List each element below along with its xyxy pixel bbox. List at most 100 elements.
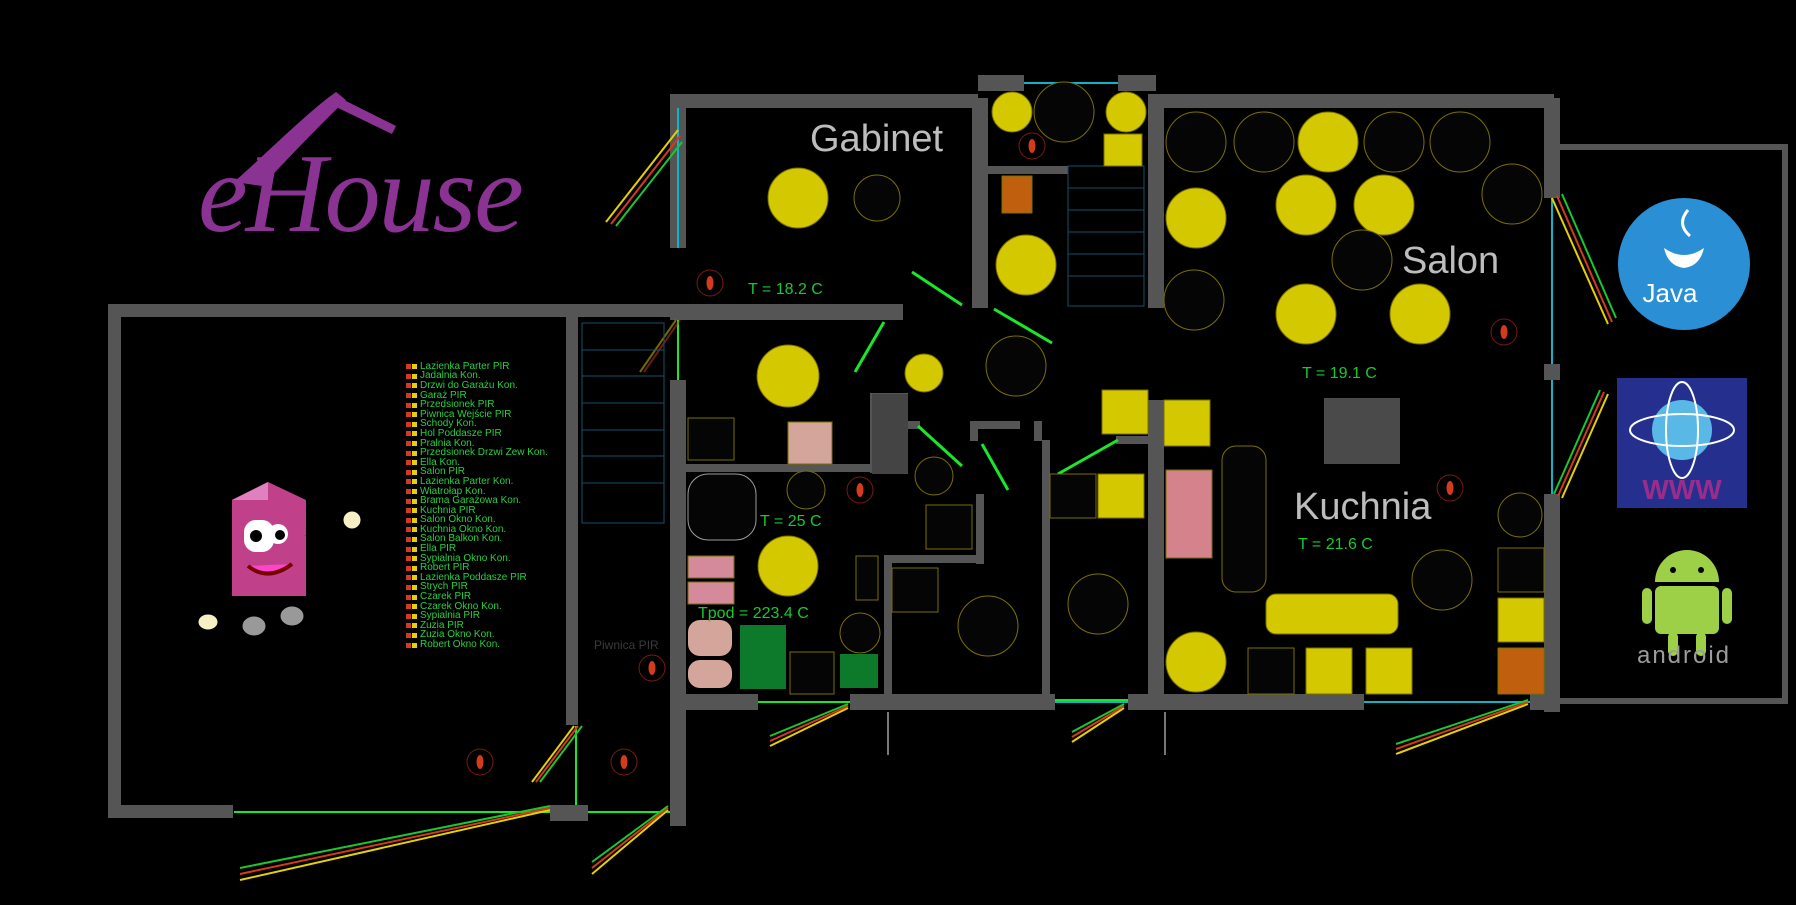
sensor-label: Robert Okno Kon. [420, 639, 501, 651]
sensor-alarm-icon [406, 364, 411, 370]
sensor-alarm-icon [406, 498, 411, 504]
sensor-item[interactable]: Sypialnia PIR [406, 611, 596, 621]
room-label-gabinet: Gabinet [810, 118, 944, 160]
sensor-item[interactable]: Kuchnia PIR [406, 504, 596, 516]
sensor-state-icon [412, 460, 417, 466]
sensor-item[interactable]: Lazienka Parter PIR [406, 360, 596, 372]
www-icon[interactable] [1617, 378, 1747, 508]
sensor-state-icon [412, 575, 417, 581]
sensor-label: Lazienka Parter Kon. [420, 475, 514, 487]
sensor-alarm-icon [406, 594, 411, 600]
ehouse-logo: eHouse [198, 132, 524, 256]
sensor-alarm-icon [406, 575, 411, 581]
sensor-state-icon [412, 412, 417, 418]
sensor-state-icon [412, 604, 417, 610]
sensor-label: Zuzia Okno Kon. [420, 629, 495, 641]
sensor-label: Przedsionek PIR [420, 399, 495, 411]
sensor-alarm-icon [406, 613, 411, 619]
sensor-alarm-icon [406, 412, 411, 418]
sensor-state-icon [412, 508, 417, 514]
sensor-state-icon [412, 489, 417, 495]
www-label: WWW [1642, 474, 1722, 505]
sensor-item[interactable]: Ella Kon. [406, 456, 596, 468]
android-label: android [1636, 642, 1732, 669]
sensor-label: Wiatrołap Kon. [420, 485, 486, 497]
sensor-alarm-icon [406, 421, 411, 427]
sensor-item[interactable]: Sypialnia Okno Kon. [406, 553, 596, 564]
sensor-item[interactable]: Lazienka Parter Kon. [406, 475, 596, 487]
sensor-item[interactable]: Czarek PIR [406, 592, 596, 602]
sensor-alarm-icon [406, 632, 411, 638]
sensor-label: Schody Kon. [420, 418, 477, 430]
mascot-icon [197, 482, 362, 637]
sensor-item[interactable]: Salon Balkon Kon. [406, 534, 596, 545]
temp-tpod: Tpod = 223.4 C [698, 605, 809, 622]
cables [239, 129, 1617, 881]
sensor-state-icon [412, 517, 417, 523]
sensor-state-icon [412, 498, 417, 504]
sensor-state-icon [412, 556, 417, 562]
sensor-item[interactable]: Kuchnia Okno Kon. [406, 523, 596, 535]
sensor-label: Jadalnia Kon. [420, 370, 481, 382]
door-sensors [234, 270, 1128, 813]
sensor-label: Kuchnia Okno Kon. [420, 523, 507, 535]
sensor-item[interactable]: Zuzia PIR [406, 620, 596, 631]
java-label: Java [1642, 278, 1698, 308]
sensor-label: Robert PIR [420, 562, 470, 574]
room-label-kuchnia: Kuchnia [1294, 486, 1432, 528]
ehouse-logo-roof [234, 92, 396, 186]
sensor-state-icon [412, 421, 417, 427]
sensor-item[interactable]: Jadalnia Kon. [406, 370, 596, 382]
sensor-item[interactable]: Robert Okno Kon. [406, 640, 596, 650]
sensor-label: Ella Kon. [420, 456, 461, 468]
sensor-alarm-icon [406, 393, 411, 399]
sensor-item[interactable]: Robert PIR [406, 563, 596, 573]
sensor-item[interactable]: Przedsionek PIR [406, 400, 596, 410]
room-label-salon: Salon [1402, 240, 1500, 282]
devices [687, 133, 1545, 695]
sensor-alarm-icon [406, 517, 411, 523]
sensor-item[interactable]: Zuzia Okno Kon. [406, 629, 596, 641]
sensor-item[interactable]: Garaż PIR [406, 389, 596, 401]
java-icon[interactable] [1618, 198, 1750, 330]
sensor-label: Kuchnia PIR [420, 504, 476, 516]
walls [108, 75, 1788, 826]
sensor-state-icon [412, 594, 417, 600]
sensor-item[interactable]: Brama Garażowa Kon. [406, 496, 596, 506]
sensor-label: Garaż PIR [420, 389, 467, 401]
sensor-label: Lazienka Poddasze PIR [420, 571, 527, 583]
sensor-alarm-icon [406, 431, 411, 437]
sensor-alarm-icon [406, 584, 411, 590]
sensor-item[interactable]: Schody Kon. [406, 418, 596, 430]
sensor-alarm-icon [406, 536, 411, 542]
sensor-item[interactable]: Strych PIR [406, 582, 596, 593]
sensor-state-icon [412, 479, 417, 485]
sensor-alarm-icon [406, 604, 411, 610]
sensor-alarm-icon [406, 546, 411, 552]
sensor-item[interactable]: Czarek Okno Kon. [406, 601, 596, 612]
sensor-alarm-icon [406, 441, 411, 447]
sensor-state-icon [412, 441, 417, 447]
sensor-label: Salon PIR [420, 466, 466, 478]
sensor-item[interactable]: Wiatrołap Kon. [406, 485, 596, 497]
sensor-item[interactable]: Drzwi do Garażu Kon. [406, 380, 596, 391]
sensor-item[interactable]: Piwnica Wejście PIR [406, 409, 596, 420]
sensor-item[interactable]: Hol Poddasze PIR [406, 427, 596, 439]
sensor-label: Hol Poddasze PIR [420, 427, 502, 439]
sensor-item[interactable]: Przedsionek Drzwi Zew Kon. [406, 448, 596, 458]
sensor-label: Pralnia Kon. [420, 437, 475, 449]
sensor-label: Przedsionek Drzwi Zew Kon. [420, 447, 548, 459]
sensor-item[interactable]: Salon PIR [406, 466, 596, 478]
sensor-label: Lazienka Parter PIR [420, 360, 510, 372]
sensor-alarm-icon [406, 642, 411, 648]
sensor-item[interactable]: Pralnia Kon. [406, 437, 596, 449]
sensor-item[interactable]: Salon Okno Kon. [406, 515, 596, 526]
sensor-item[interactable]: Ella PIR [406, 544, 596, 554]
sensor-item[interactable]: Lazienka Poddasze PIR [406, 571, 596, 583]
android-icon[interactable] [1642, 550, 1732, 656]
pir-sensors [466, 132, 1518, 776]
sensor-alarm-icon [406, 565, 411, 571]
sensor-alarm-icon [406, 489, 411, 495]
